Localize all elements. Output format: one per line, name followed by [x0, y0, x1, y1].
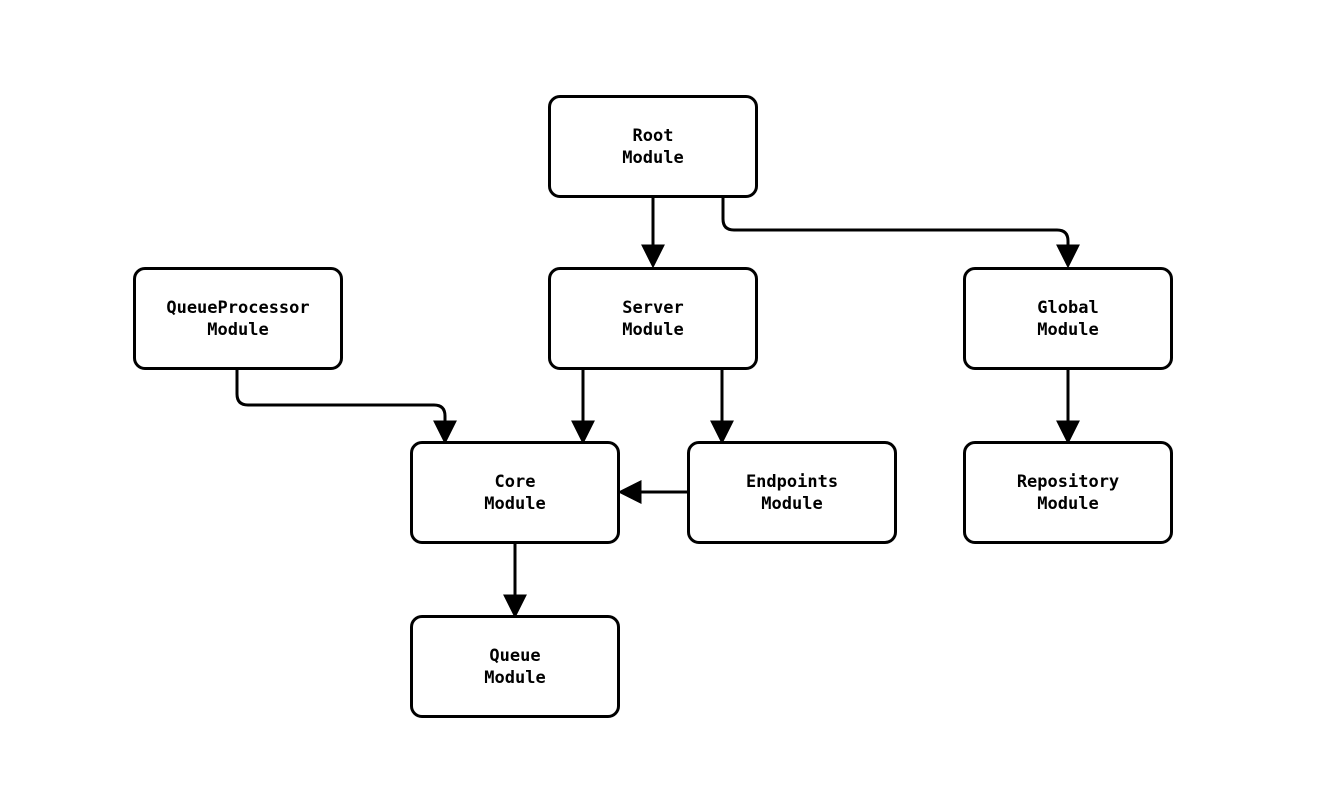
node-core-suffix: Module	[484, 493, 546, 514]
node-endpoints-suffix: Module	[761, 493, 823, 514]
node-repository-name: Repository	[1016, 471, 1120, 492]
node-queueprocessor-suffix: Module	[207, 319, 269, 340]
edge-root-to-global	[721, 198, 1080, 269]
node-server-suffix: Module	[622, 319, 684, 340]
node-queueprocessor-name: QueueProcessor	[166, 297, 310, 318]
node-queue-name: Queue	[489, 645, 541, 666]
edge-queueprocessor-to-core	[235, 370, 457, 445]
node-global-suffix: Module	[1037, 319, 1099, 340]
node-global-name: Global	[1037, 297, 1099, 318]
node-queue-suffix: Module	[484, 667, 546, 688]
node-root-suffix: Module	[622, 147, 684, 168]
node-root-name: Root	[632, 125, 674, 146]
node-core-name: Core	[494, 471, 536, 492]
node-repository-suffix: Module	[1037, 493, 1099, 514]
node-server-name: Server	[622, 297, 684, 318]
node-endpoints-name: Endpoints	[745, 471, 839, 492]
